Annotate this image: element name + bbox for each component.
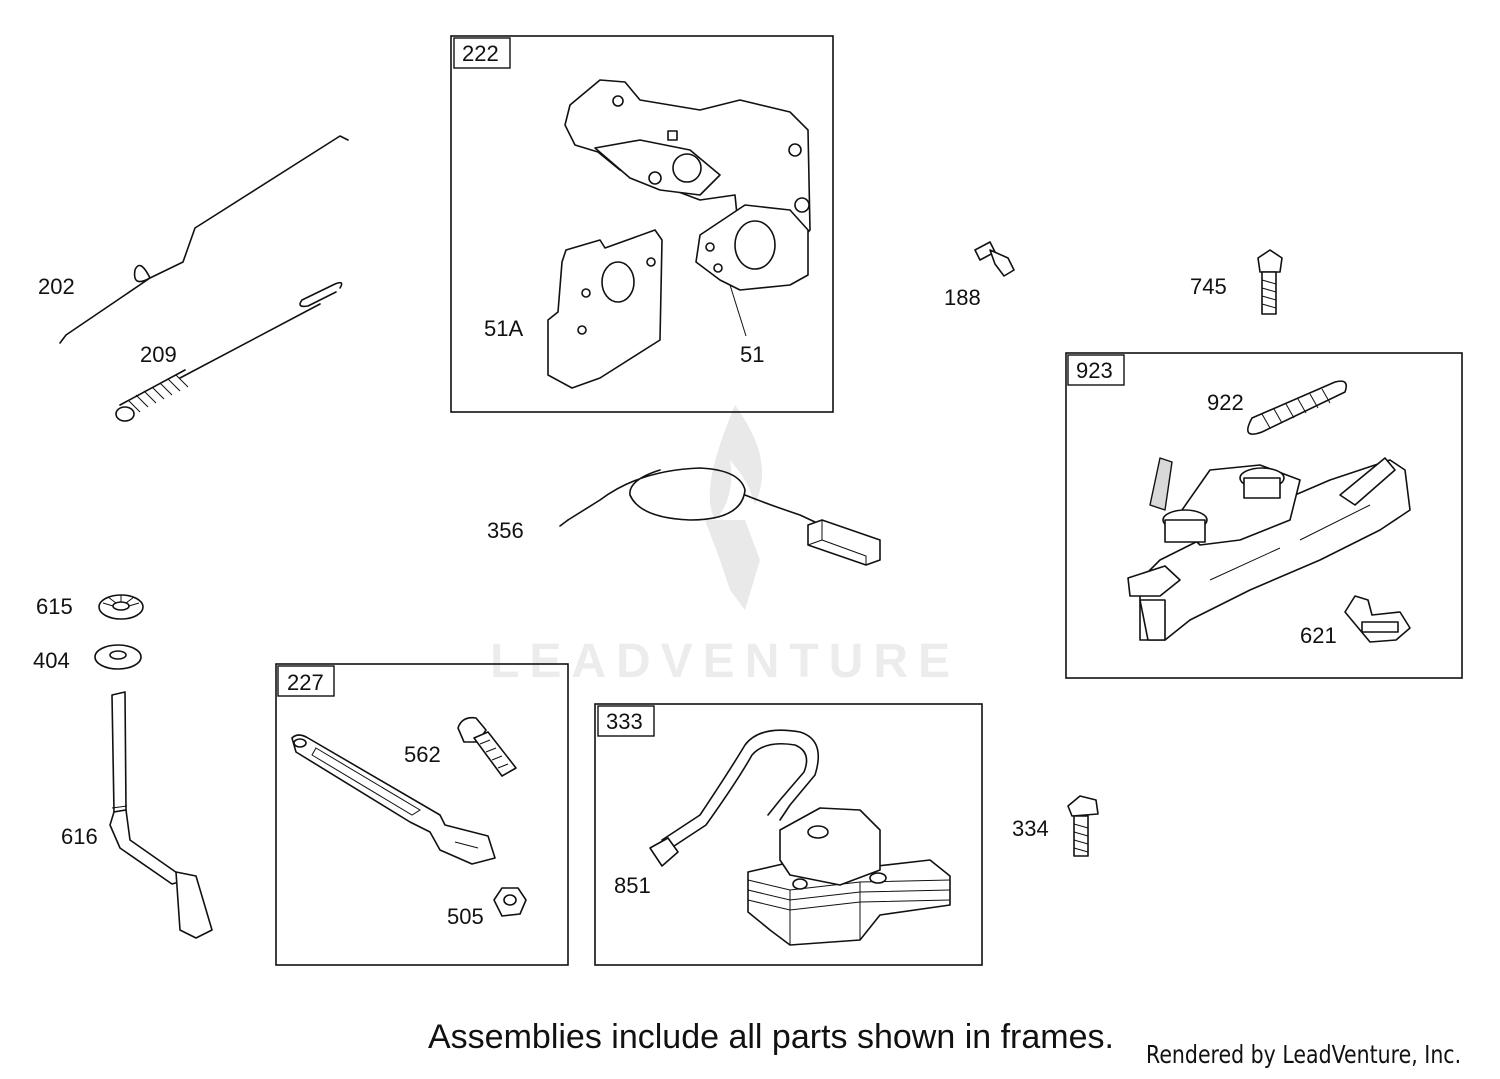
screw-745-illustration xyxy=(1257,249,1283,315)
frame-222[interactable]: 222 51A 51 xyxy=(450,35,834,413)
governor-lever-illustration xyxy=(291,734,496,865)
frame-label-222: 222 xyxy=(462,41,499,66)
frame-label-923: 923 xyxy=(1076,358,1113,383)
washer-615-illustration xyxy=(98,594,144,620)
screw-334-illustration xyxy=(1067,795,1099,857)
frame-923[interactable]: 923 922 621 xyxy=(1065,352,1463,679)
part-label-404[interactable]: 404 xyxy=(33,648,70,673)
washer-404-illustration xyxy=(94,644,142,670)
part-label-51A[interactable]: 51A xyxy=(484,316,523,341)
spring-209-illustration xyxy=(115,281,343,422)
render-credit: Rendered by LeadVenture, Inc. xyxy=(1146,1040,1462,1069)
part-label-562[interactable]: 562 xyxy=(404,742,441,767)
part-label-745[interactable]: 745 xyxy=(1190,274,1227,299)
part-label-51[interactable]: 51 xyxy=(740,342,764,367)
ignition-armature-illustration xyxy=(649,729,951,946)
part-label-209[interactable]: 209 xyxy=(140,342,177,367)
ground-wire-356-illustration xyxy=(559,467,881,566)
part-label-334[interactable]: 334 xyxy=(1012,816,1049,841)
part-label-505[interactable]: 505 xyxy=(447,904,484,929)
screw-188-illustration xyxy=(974,241,1015,277)
part-label-922[interactable]: 922 xyxy=(1207,390,1244,415)
gasket-51A-illustration xyxy=(547,229,663,389)
watermark: LEADVENTURE xyxy=(490,405,960,688)
frame-label-333: 333 xyxy=(606,709,643,734)
part-label-616[interactable]: 616 xyxy=(61,824,98,849)
link-202-illustration xyxy=(59,135,349,344)
bracket-51-illustration xyxy=(564,79,811,337)
part-label-851[interactable]: 851 xyxy=(614,873,651,898)
part-label-621[interactable]: 621 xyxy=(1300,623,1337,648)
part-label-356[interactable]: 356 xyxy=(487,518,524,543)
spring-922-illustration xyxy=(1246,380,1348,435)
part-label-202[interactable]: 202 xyxy=(38,274,75,299)
screw-562-illustration xyxy=(457,716,517,777)
lever-616-illustration xyxy=(109,691,213,939)
frame-333[interactable]: 333 851 xyxy=(594,703,983,966)
watermark-text: LEADVENTURE xyxy=(490,635,960,688)
nut-505-illustration xyxy=(493,887,527,917)
clip-621-illustration xyxy=(1344,595,1411,643)
frame-227[interactable]: 227 562 505 xyxy=(275,663,569,966)
assembly-note: Assemblies include all parts shown in fr… xyxy=(428,1018,1114,1056)
governor-control-923-illustration xyxy=(1127,457,1411,641)
frame-label-227: 227 xyxy=(287,670,324,695)
part-label-188[interactable]: 188 xyxy=(944,285,981,310)
part-label-615[interactable]: 615 xyxy=(36,594,73,619)
